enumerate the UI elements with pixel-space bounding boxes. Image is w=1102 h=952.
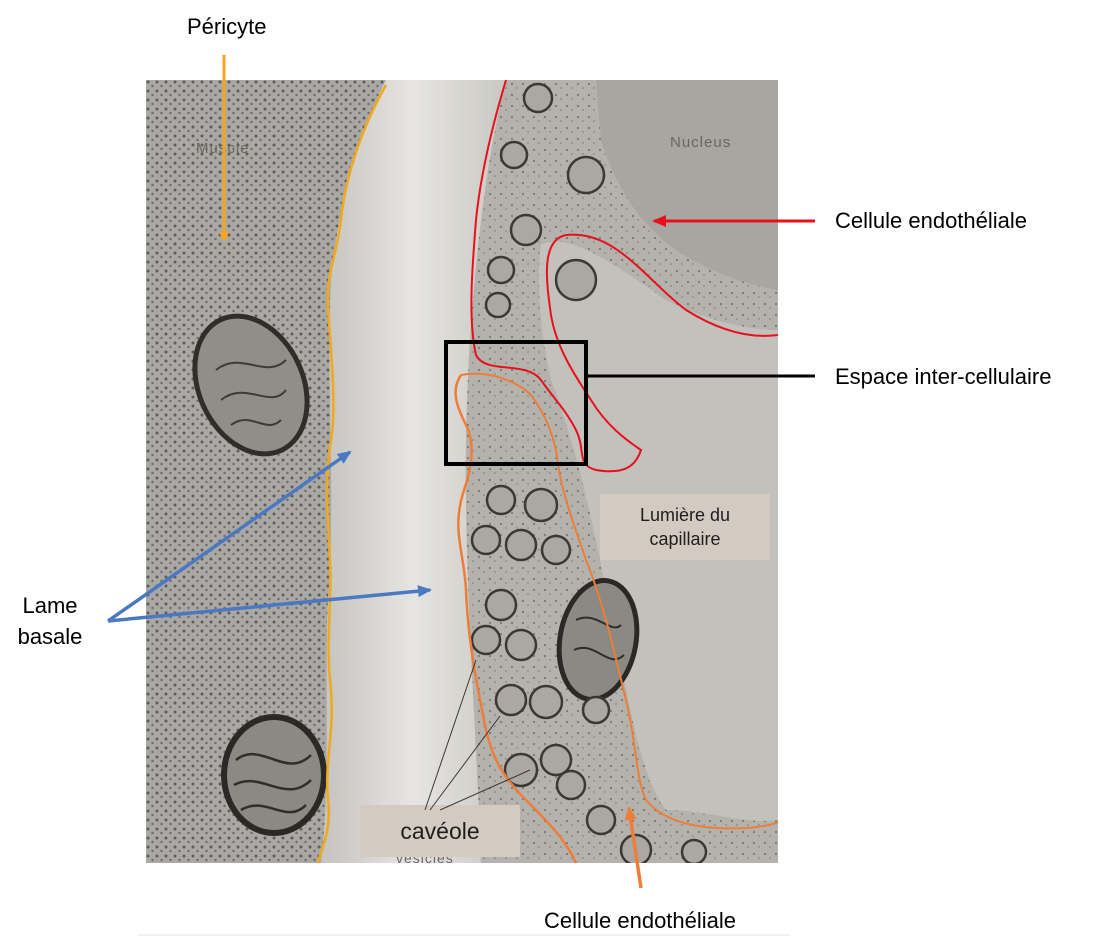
micrograph-label-nucleus: Nucleus — [670, 134, 732, 151]
endothelial-membrane-inner — [460, 372, 778, 830]
endothelial-membrane-bottom — [454, 374, 578, 863]
caveola-pointer-1 — [424, 659, 477, 811]
caveola-label-box: cavéole — [360, 805, 520, 857]
endothelial-bottom-arrow — [624, 806, 643, 889]
caveola-pointer-3 — [439, 769, 531, 811]
basal-lamina-arrow-2 — [107, 585, 432, 623]
basal-lamina-arrow-1 — [106, 450, 352, 623]
intercellular-label: Espace inter-cellulaire — [835, 364, 1052, 389]
micrograph-image — [146, 80, 778, 863]
pericyte-membrane — [316, 84, 388, 863]
endothelial-top-label: Cellule endothéliale — [835, 208, 1028, 233]
lumen-label-box: Lumière du capillaire — [600, 494, 770, 560]
lumen-label-line2: capillaire — [649, 529, 721, 549]
pericyte-label: Péricyte — [187, 14, 267, 39]
caveola-pointer-2 — [429, 715, 501, 811]
basal-lamina-label-line2: basale — [17, 624, 83, 649]
basal-lamina-label-line1: Lame — [22, 593, 78, 618]
lumen-label-line1: Lumière du — [639, 505, 731, 525]
caveola-label: cavéole — [400, 818, 480, 844]
endothelial-membrane-top — [470, 80, 778, 473]
intercellular-box — [444, 340, 588, 466]
endothelial-bottom-label: Cellule endothéliale — [544, 908, 737, 933]
electron-micrograph: Muscle Nucleus vesicles Lumière du capil… — [146, 80, 778, 863]
micrograph-label-muscle: Muscle — [196, 140, 250, 157]
